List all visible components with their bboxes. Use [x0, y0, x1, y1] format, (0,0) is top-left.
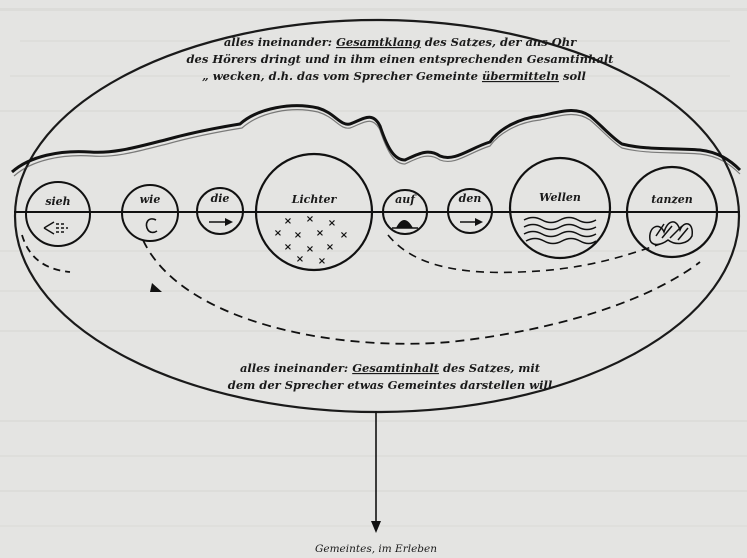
top-caption-line-2: des Hörers dringt und in ihm einen entsp…: [186, 52, 614, 66]
dashed-meaning-arc-right: [142, 239, 701, 345]
word-label: sieh: [45, 195, 70, 208]
svg-text:×: ×: [340, 230, 348, 241]
svg-text:×: ×: [296, 254, 304, 265]
svg-text:×: ×: [294, 230, 302, 241]
word-label: tanzen: [651, 193, 692, 206]
svg-text:×: ×: [326, 242, 334, 253]
pointer-arrow-icon: [209, 218, 233, 226]
svg-text:×: ×: [306, 214, 314, 225]
dashed-arc-arrowhead: [150, 283, 162, 292]
svg-text:×: ×: [316, 228, 324, 239]
word-label: Wellen: [539, 191, 581, 204]
background-bleed-through: [0, 8, 747, 527]
word-circle-lichter: Lichter ××× ×××× ××× ××: [254, 152, 374, 272]
dashed-meaning-arc-upper: [387, 234, 661, 274]
lights-crosses-icon: ××× ×××× ××× ××: [274, 214, 348, 267]
sound-contour-wave: [11, 104, 742, 174]
eye-rays-icon: [43, 221, 68, 235]
mound-icon: [392, 220, 418, 229]
down-arrow: [371, 411, 381, 533]
word-label: Lichter: [291, 193, 338, 206]
comparison-c-icon: [145, 218, 158, 234]
word-circle-die: die: [196, 187, 244, 235]
sound-contour-wave-shadow: [13, 109, 741, 177]
outer-ellipse: [13, 18, 741, 414]
waves-icon: [523, 216, 597, 245]
bottom-caption-line-1: alles ineinander: Gesamtinhalt des Satze…: [240, 361, 541, 375]
dancing-scribble-icon: [649, 221, 693, 246]
bottom-caption-line-2: dem der Sprecher etwas Gemeintes darstel…: [228, 378, 553, 392]
word-label: die: [211, 192, 230, 205]
svg-text:×: ×: [328, 218, 336, 229]
svg-text:×: ×: [284, 216, 292, 227]
word-label: den: [459, 192, 482, 205]
svg-text:×: ×: [318, 256, 326, 267]
word-circle-wellen: Wellen: [508, 156, 612, 260]
word-label: wie: [140, 193, 161, 206]
word-label: auf: [395, 193, 417, 206]
word-circle-auf: auf: [382, 189, 428, 235]
pointer-arrow-icon: [460, 218, 483, 226]
svg-text:×: ×: [284, 242, 292, 253]
word-circle-den: den: [447, 188, 493, 234]
word-circle-wie: wie: [121, 184, 179, 242]
word-circle-sieh: sieh: [25, 181, 91, 247]
svg-text:×: ×: [274, 228, 282, 239]
top-caption-line-1: alles ineinander: Gesamtklang des Satzes…: [224, 35, 577, 49]
word-circle-tanzen: tanzen: [625, 165, 719, 259]
top-caption-line-3: „ wecken, d.h. das vom Sprecher Gemeinte…: [202, 69, 586, 83]
dashed-meaning-arc-left: [21, 234, 71, 273]
svg-text:×: ×: [306, 244, 314, 255]
arrow-label: Gemeintes, im Erleben: [315, 543, 437, 555]
